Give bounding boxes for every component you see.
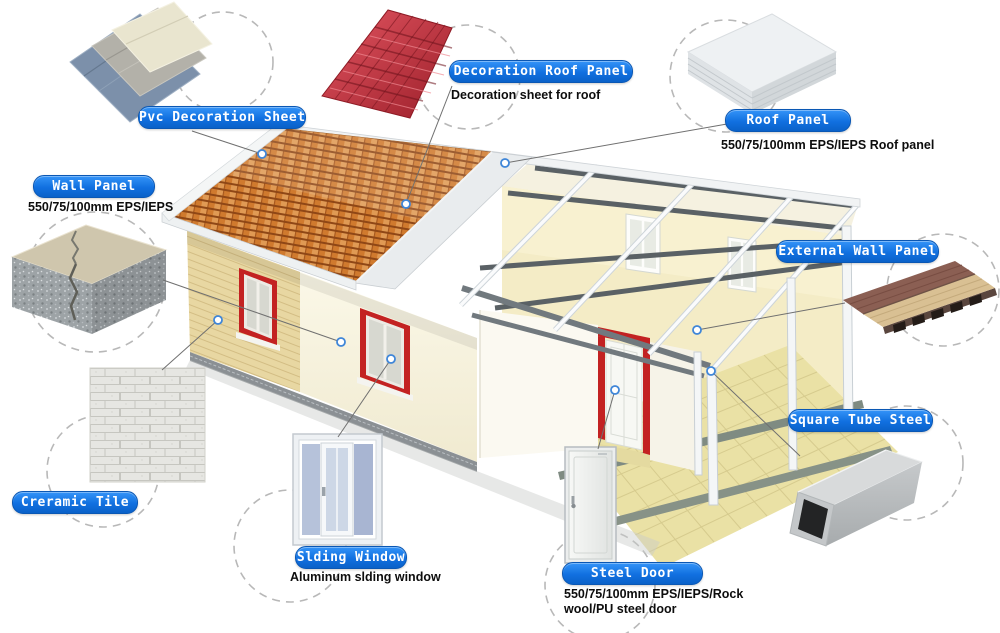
label-slding-window-sub: Aluminum slding window	[290, 570, 441, 584]
product-sliding-window	[292, 433, 383, 546]
label-decoration-roof-panel-sub: Decoration sheet for roof	[451, 88, 601, 102]
roof-rafters	[459, 164, 861, 372]
product-steel-door	[564, 446, 617, 564]
anchor-sliding-window	[386, 354, 396, 364]
porch-beam	[471, 312, 705, 379]
leader-external-panel	[696, 302, 846, 331]
wall-skirt	[190, 352, 477, 472]
label-creramic-tile: Creramic Tile	[12, 491, 138, 514]
floor-base-beam	[592, 446, 893, 531]
eave-shadow	[187, 231, 477, 350]
anchor-steel-door	[610, 385, 620, 395]
window-2	[357, 308, 413, 401]
leader-sliding-window	[337, 358, 392, 438]
anchor-ceramic	[213, 315, 223, 325]
guide-circle-tube	[848, 405, 964, 521]
label-steel-door-sub: 550/75/100mm EPS/IEPS/Rock wool/PU steel…	[564, 587, 744, 616]
product-ceramic-tile-texture	[89, 367, 206, 483]
leader-decoration-roof	[405, 85, 453, 205]
label-steel-door: Steel Door	[562, 562, 703, 585]
label-wall-panel-sub: 550/75/100mm EPS/IEPS	[28, 200, 174, 214]
house-tiled-roof	[161, 122, 533, 291]
leader-steel-door	[597, 389, 616, 450]
product-wall-panel-block	[10, 224, 168, 334]
anchor-wall-panel	[336, 337, 346, 347]
anchor-markers	[213, 149, 716, 395]
ground-shadow	[186, 360, 660, 556]
product-roof-panel-stack	[686, 13, 838, 114]
porch-beam	[461, 285, 711, 369]
anchor-pvc	[257, 149, 267, 159]
label-external-wall-panel: External Wall Panel	[776, 240, 939, 263]
house-front-wall	[186, 231, 660, 556]
eave-fascia	[161, 212, 357, 291]
product-pvc-sheets	[69, 1, 213, 123]
label-slding-window: Slding Window	[295, 546, 407, 569]
product-decoration-roof-sheet	[321, 9, 453, 119]
leader-pvc	[191, 130, 263, 155]
porch-posts	[693, 225, 854, 506]
leader-square-tube	[710, 370, 801, 457]
leader-wall-panel	[162, 279, 342, 343]
interior-door	[605, 339, 643, 451]
leader-roof-panel	[504, 123, 728, 164]
label-roof-panel-sub: 550/75/100mm EPS/IEPS Roof panel	[721, 138, 935, 152]
gable-fascia	[161, 122, 287, 222]
label-decoration-roof-panel: Decoration Roof Panel	[449, 60, 633, 83]
anchor-decoration-roof	[401, 199, 411, 209]
label-wall-panel: Wall Panel	[33, 175, 155, 198]
product-external-wall-panel	[843, 261, 997, 334]
anchor-external-panel	[692, 325, 702, 335]
label-pvc-decoration-sheet: Pvc Decoration Sheet	[138, 106, 306, 129]
wall-girt	[494, 259, 849, 311]
house-illustration	[161, 122, 898, 568]
product-square-tube	[789, 449, 924, 547]
leader-lines	[161, 85, 846, 457]
window-1	[236, 268, 280, 351]
leader-ceramic	[161, 319, 219, 371]
label-square-tube-steel: Square Tube Steel	[788, 409, 933, 432]
anchor-roof-panel	[500, 158, 510, 168]
anchor-square-tube	[706, 366, 716, 376]
label-roof-panel: Roof Panel	[725, 109, 851, 132]
